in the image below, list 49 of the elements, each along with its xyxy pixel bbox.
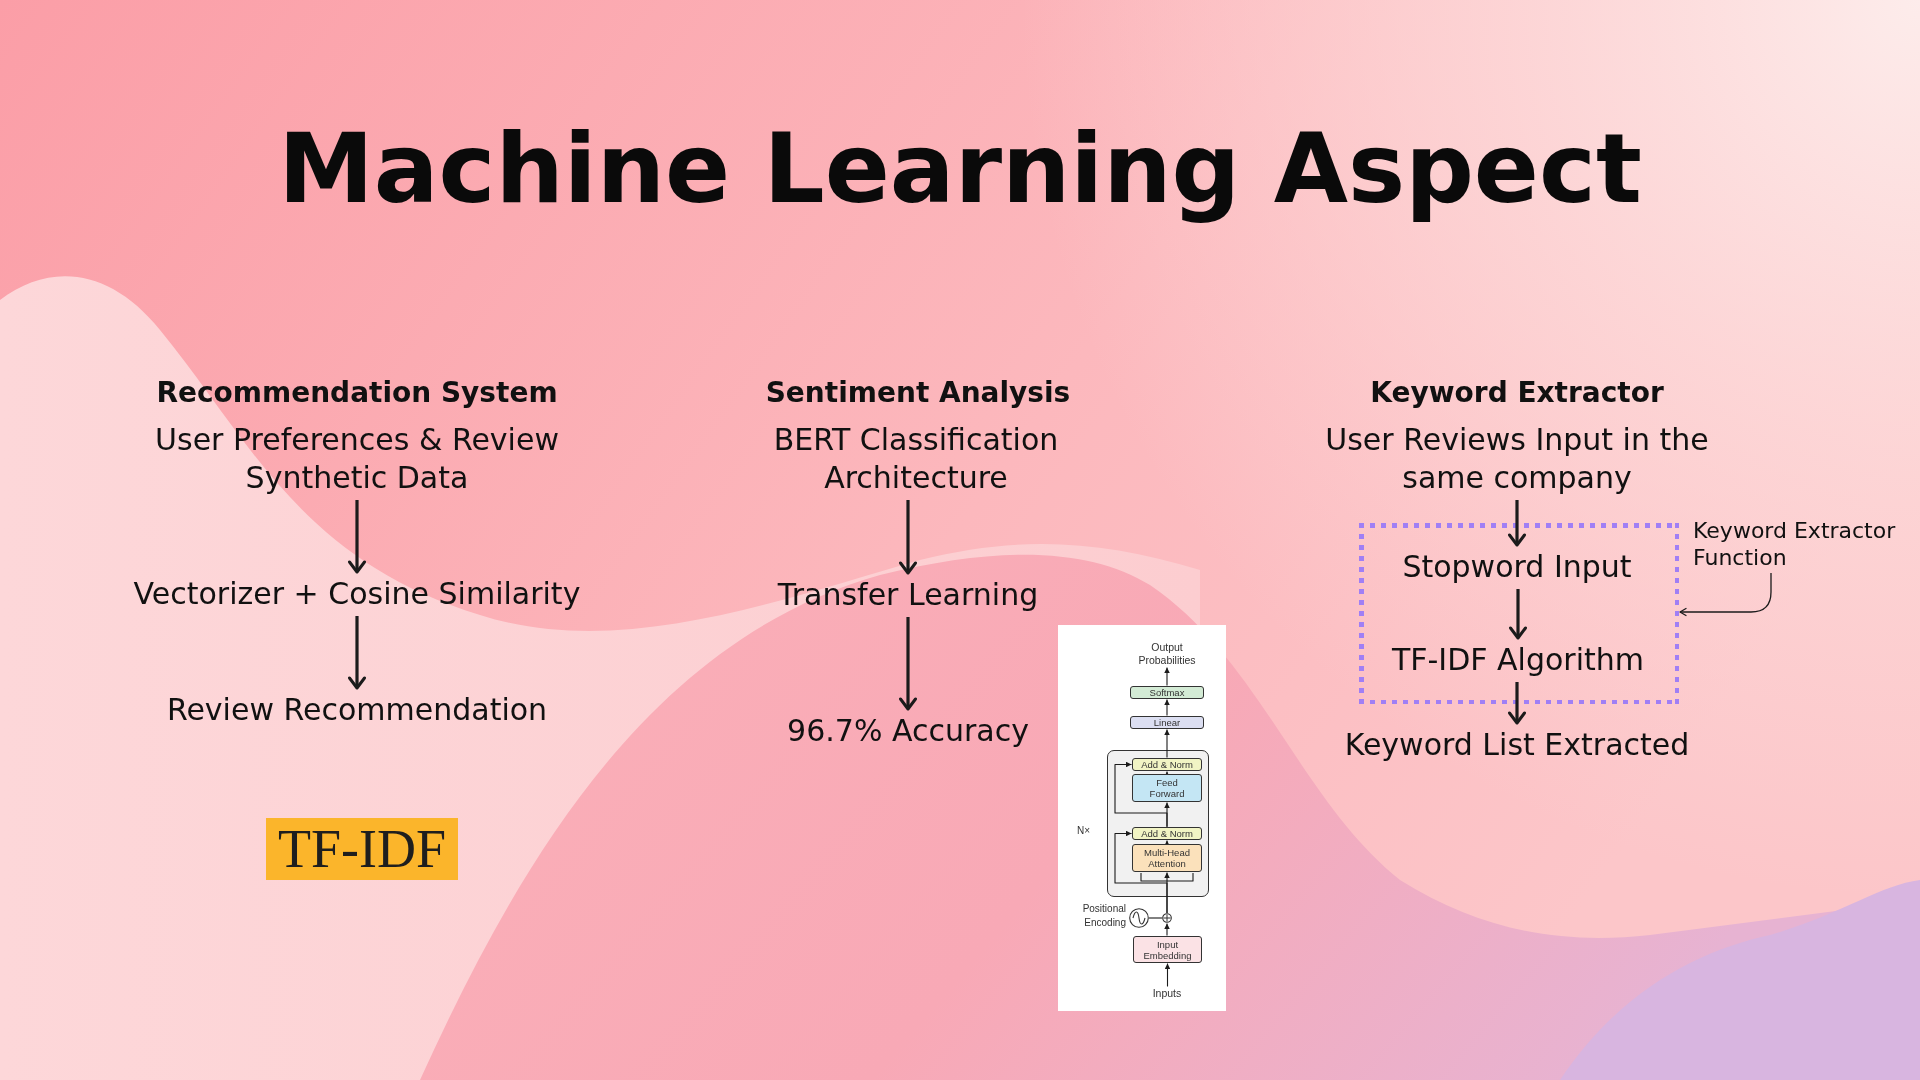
- caption-text: Output Probabilities: [1137, 641, 1197, 667]
- process-box: Linear: [1130, 716, 1204, 729]
- arrow: [899, 500, 917, 575]
- arrow: [1164, 922, 1170, 937]
- callout-text: Keyword Extractor Function: [1693, 517, 1898, 571]
- arrow: [1164, 962, 1171, 988]
- arrow: [1114, 830, 1168, 914]
- arrow: [1508, 682, 1526, 725]
- arrow: [1164, 698, 1170, 717]
- plus-circle-icon: [1162, 913, 1172, 923]
- leader-arrow: [1679, 572, 1772, 617]
- process-box: Feed Forward: [1132, 774, 1202, 802]
- caption-text: Inputs: [1151, 987, 1183, 1000]
- flow-step-text: 96.7% Accuracy: [786, 712, 1030, 750]
- arrow: [1509, 589, 1527, 640]
- slide-title: Machine Learning Aspect: [278, 114, 1642, 224]
- arrow: [348, 616, 366, 690]
- arrow: [1164, 839, 1170, 846]
- arrow: [1114, 761, 1168, 828]
- flow-step-text: TF-IDF Algorithm: [1390, 641, 1646, 679]
- side-label: N×: [1077, 824, 1092, 838]
- process-box: Multi-Head Attention: [1132, 844, 1202, 872]
- flow-step-text: Vectorizer + Cosine Similarity: [132, 575, 582, 613]
- flow-step-text: User Reviews Input in the same company: [1324, 421, 1710, 497]
- sine-wave-icon: [1129, 908, 1149, 928]
- flow-step-text: Keyword List Extracted: [1343, 726, 1691, 764]
- figure-panel: [1058, 625, 1226, 1011]
- arrow: [1508, 500, 1526, 547]
- arrow: [1164, 728, 1170, 759]
- highlighted-term: TF-IDF: [266, 818, 458, 880]
- flow-step-text: Stopword Input: [1401, 548, 1633, 586]
- arrow: [1164, 770, 1170, 777]
- arrow: [899, 617, 917, 711]
- section-heading: Sentiment Analysis: [765, 376, 1071, 410]
- process-box: Softmax: [1130, 686, 1204, 699]
- arrow: [348, 500, 366, 574]
- repeat-block: [1107, 750, 1209, 897]
- arrow: [1164, 666, 1170, 687]
- section-heading: Keyword Extractor: [1370, 376, 1664, 410]
- section-heading: Recommendation System: [156, 376, 558, 410]
- flow-step-text: BERT Classification Architecture: [772, 421, 1060, 497]
- flow-step-text: Transfer Learning: [776, 576, 1040, 614]
- process-box: Input Embedding: [1133, 936, 1202, 963]
- connector-line: [1148, 917, 1163, 919]
- side-label: Positional Encoding: [1081, 902, 1126, 930]
- flow-step-text: User Preferences & Review Synthetic Data: [154, 421, 560, 497]
- flow-step-text: Review Recommendation: [165, 691, 549, 729]
- process-box: Add & Norm: [1132, 758, 1202, 771]
- process-box: Add & Norm: [1132, 827, 1202, 840]
